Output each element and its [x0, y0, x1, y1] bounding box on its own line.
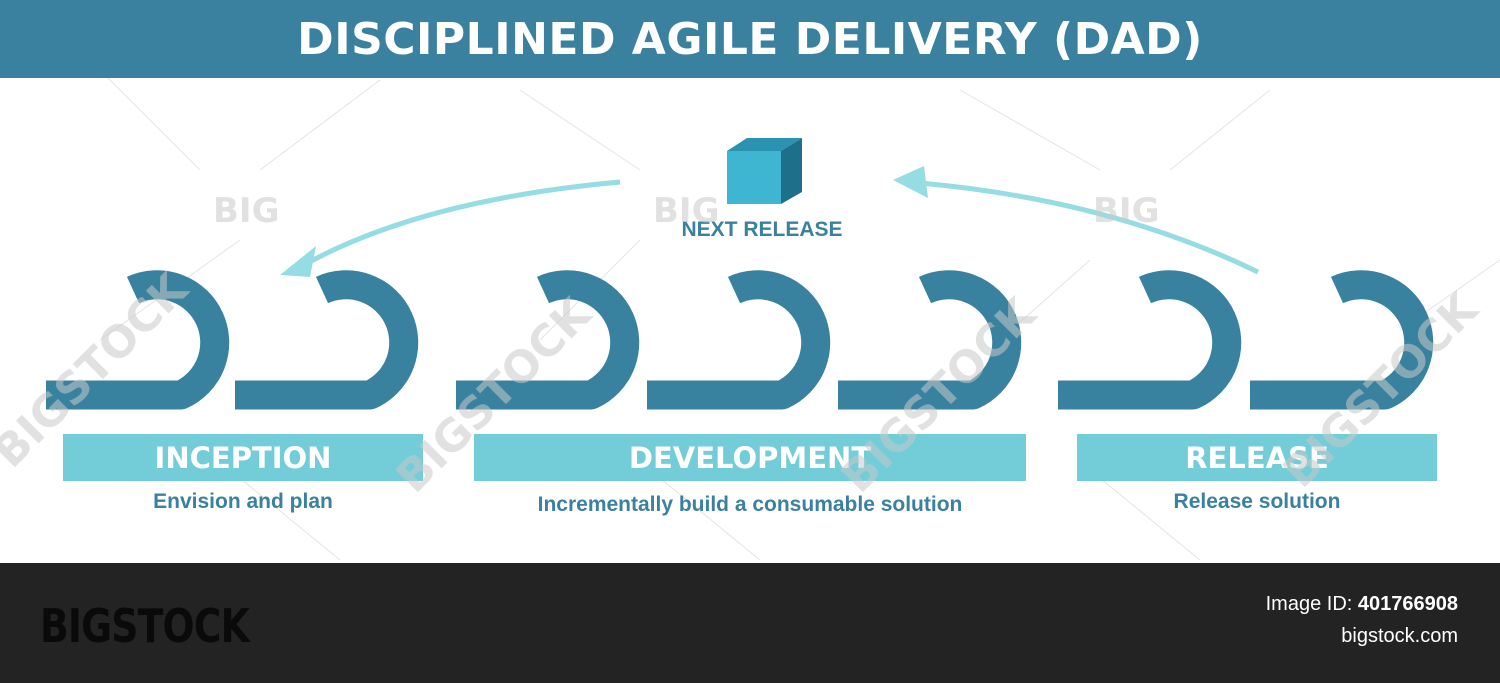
phase-release: RELEASE Release solution	[1077, 434, 1437, 513]
return-arrows	[280, 166, 1260, 277]
phase-label-inception: INCEPTION	[155, 441, 332, 475]
loop-2	[235, 285, 404, 395]
image-id: Image ID: 401766908	[1266, 593, 1458, 616]
phase-label-release: RELEASE	[1185, 441, 1329, 475]
arrowhead-right-icon	[893, 166, 928, 198]
arrow-to-inception	[300, 179, 621, 269]
dad-diagram: NEXT RELEASE INCEPTION Envision and plan…	[0, 78, 1500, 561]
svg-text:BIG: BIG	[1093, 191, 1159, 231]
image-id-label: Image ID:	[1265, 593, 1358, 615]
loop-6	[1058, 285, 1227, 395]
svg-text:BIG: BIG	[653, 191, 719, 231]
footer-bar: BIGSTOCK Image ID: 401766908 bigstock.co…	[0, 563, 1500, 683]
bigstock-logo: BIGSTOCK	[40, 599, 250, 653]
site-link[interactable]: bigstock.com	[1341, 625, 1458, 647]
cube-icon	[727, 138, 802, 204]
phase-development: DEVELOPMENT Incrementally build a consum…	[474, 434, 1026, 516]
page-title: DISCIPLINED AGILE DELIVERY (DAD)	[297, 13, 1203, 65]
phase-inception: INCEPTION Envision and plan	[63, 434, 423, 513]
svg-text:BIG: BIG	[213, 191, 279, 231]
phase-caption-development: Incrementally build a consumable solutio…	[538, 493, 963, 516]
phase-bar-inception	[63, 434, 423, 481]
phase-bar-development	[474, 434, 1026, 481]
arrowhead-left-icon	[280, 246, 316, 277]
next-release-label: NEXT RELEASE	[681, 218, 842, 241]
arrow-from-release	[919, 180, 1260, 275]
iteration-loops	[46, 285, 1419, 395]
phase-bar-release	[1077, 434, 1437, 481]
image-id-value: 401766908	[1357, 593, 1458, 615]
phase-caption-release: Release solution	[1174, 490, 1341, 513]
loop-4	[647, 285, 816, 395]
phase-caption-inception: Envision and plan	[153, 490, 333, 513]
phase-label-development: DEVELOPMENT	[629, 441, 871, 475]
header-bar: DISCIPLINED AGILE DELIVERY (DAD)	[0, 0, 1500, 78]
